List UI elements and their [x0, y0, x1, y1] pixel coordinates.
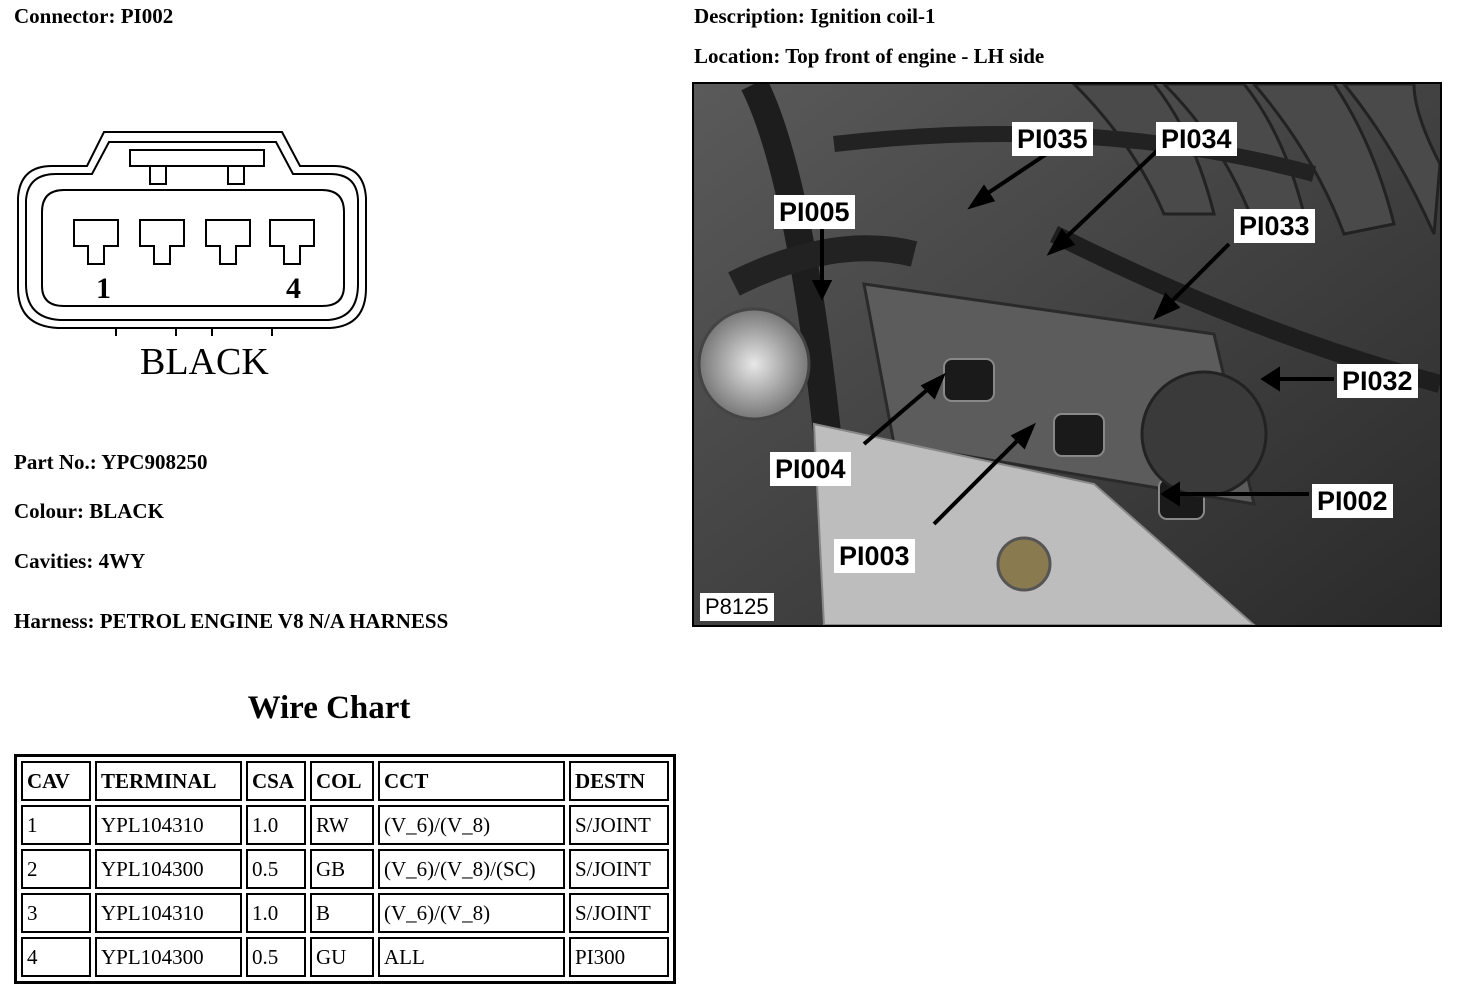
wire-chart-table: CAV TERMINAL CSA COL CCT DESTN 1 YPL1043…	[14, 754, 676, 984]
colour-value: BLACK	[89, 499, 164, 523]
callout-pi002: PI002	[1312, 484, 1393, 518]
cavities-value: 4WY	[98, 549, 146, 573]
location-label: Location: Top front of engine - LH side	[694, 44, 1044, 69]
header-destn: DESTN	[569, 761, 669, 801]
table-row: 2 YPL104300 0.5 GB (V_6)/(V_8)/(SC) S/JO…	[21, 849, 669, 889]
cell-terminal: YPL104310	[95, 893, 242, 933]
cell-cct: ALL	[378, 937, 565, 977]
callout-pi003: PI003	[834, 539, 915, 573]
pin-number-4: 4	[286, 272, 301, 305]
connector-key: Connector:	[14, 4, 116, 28]
location-value: Top front of engine - LH side	[785, 44, 1045, 68]
cell-destn: S/JOINT	[569, 893, 669, 933]
header-cav: CAV	[21, 761, 91, 801]
connector-label: Connector: PI002	[14, 4, 173, 29]
photo-id: P8125	[700, 593, 774, 621]
cell-cav: 3	[21, 893, 91, 933]
description-key: Description:	[694, 4, 805, 28]
connector-diagram: 1 4 BLACK	[17, 131, 367, 383]
cell-cct: (V_6)/(V_8)	[378, 893, 565, 933]
callout-pi004: PI004	[770, 452, 851, 486]
header-csa: CSA	[246, 761, 306, 801]
cell-destn: PI300	[569, 937, 669, 977]
cell-terminal: YPL104300	[95, 937, 242, 977]
pin-number-1: 1	[96, 272, 111, 305]
part-number: Part No.: YPC908250	[14, 450, 207, 475]
cell-col: B	[310, 893, 374, 933]
terminal-cavities	[73, 219, 315, 265]
engine-photo-drawing	[694, 84, 1440, 625]
cell-cav: 4	[21, 937, 91, 977]
part-key: Part No.:	[14, 450, 97, 474]
cell-col: GB	[310, 849, 374, 889]
header-col: COL	[310, 761, 374, 801]
callout-pi035: PI035	[1012, 122, 1093, 156]
cell-csa: 0.5	[246, 937, 306, 977]
cell-cct: (V_6)/(V_8)	[378, 805, 565, 845]
cell-destn: S/JOINT	[569, 849, 669, 889]
colour: Colour: BLACK	[14, 499, 164, 524]
wire-chart-title: Wire Chart	[247, 690, 411, 726]
callout-pi005: PI005	[774, 195, 855, 229]
engine-photo: PI035 PI034 PI005 PI033 PI032 PI004 PI00…	[692, 82, 1442, 627]
cell-col: GU	[310, 937, 374, 977]
cell-cct: (V_6)/(V_8)/(SC)	[378, 849, 565, 889]
colour-key: Colour:	[14, 499, 84, 523]
table-row: 4 YPL104300 0.5 GU ALL PI300	[21, 937, 669, 977]
cell-terminal: YPL104310	[95, 805, 242, 845]
harness: Harness: PETROL ENGINE V8 N/A HARNESS	[14, 609, 448, 634]
cell-csa: 1.0	[246, 893, 306, 933]
cavities-key: Cavities:	[14, 549, 94, 573]
header-cct: CCT	[378, 761, 565, 801]
part-value: YPC908250	[101, 450, 208, 474]
connector-colour-label: BLACK	[140, 341, 269, 383]
table-header-row: CAV TERMINAL CSA COL CCT DESTN	[21, 761, 669, 801]
location-key: Location:	[694, 44, 781, 68]
cell-csa: 0.5	[246, 849, 306, 889]
connector-value: PI002	[120, 4, 174, 28]
cell-terminal: YPL104300	[95, 849, 242, 889]
callout-pi032: PI032	[1337, 364, 1418, 398]
table-row: 3 YPL104310 1.0 B (V_6)/(V_8) S/JOINT	[21, 893, 669, 933]
callout-pi034: PI034	[1156, 122, 1237, 156]
description-label: Description: Ignition coil-1	[694, 4, 936, 29]
cavities: Cavities: 4WY	[14, 549, 145, 574]
description-value: Ignition coil-1	[810, 4, 936, 28]
harness-key: Harness:	[14, 609, 95, 633]
header-terminal: TERMINAL	[95, 761, 242, 801]
harness-value: PETROL ENGINE V8 N/A HARNESS	[99, 609, 449, 633]
cell-destn: S/JOINT	[569, 805, 669, 845]
table-row: 1 YPL104310 1.0 RW (V_6)/(V_8) S/JOINT	[21, 805, 669, 845]
cell-csa: 1.0	[246, 805, 306, 845]
cell-cav: 2	[21, 849, 91, 889]
cell-cav: 1	[21, 805, 91, 845]
callout-pi033: PI033	[1234, 209, 1315, 243]
cell-col: RW	[310, 805, 374, 845]
